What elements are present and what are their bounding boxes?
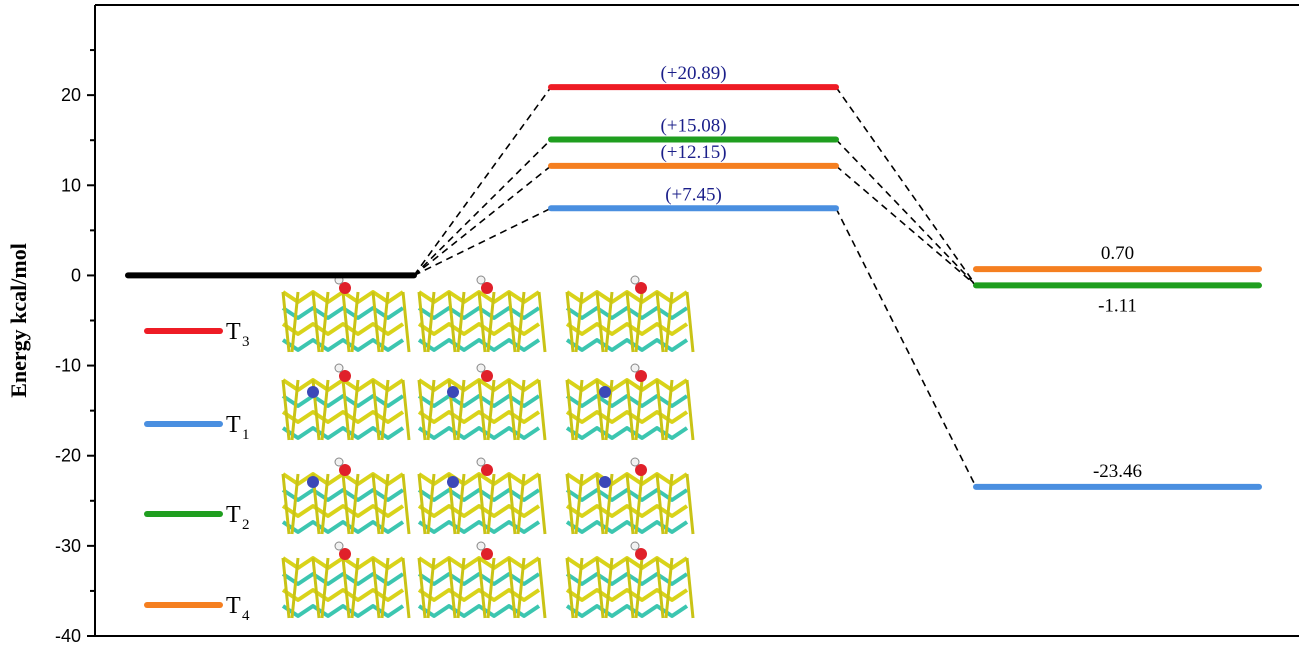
y-tick-label: -10 [55, 356, 81, 376]
product-energy-label: -23.46 [1093, 461, 1142, 482]
structure-thumbnail [417, 457, 547, 535]
structure-thumbnail [417, 363, 547, 441]
legend-label: T [226, 319, 241, 345]
connector-initial-to-barrier [413, 165, 552, 277]
barrier-energy-label: (+15.08) [660, 115, 726, 136]
legend-label-subscript: 2 [242, 517, 250, 533]
legend-label-subscript: 4 [242, 608, 250, 624]
connector-barrier-to-product [835, 207, 977, 488]
connector-lines [413, 86, 977, 488]
legend-label: T [226, 412, 241, 438]
energy-levels [125, 84, 1262, 490]
y-tick-label: 0 [71, 265, 81, 285]
barrier-energy-label: (+20.89) [660, 63, 726, 84]
y-tick-label: 20 [61, 85, 81, 105]
connector-initial-to-barrier [413, 138, 552, 276]
legend-label-subscript: 3 [242, 334, 250, 350]
structure-thumbnail [417, 541, 547, 619]
structure-thumbnail [565, 541, 695, 619]
y-axis-label: Energy kcal/mol [6, 243, 31, 398]
level-labels: (+20.89) (+15.08) (+12.15) (+7.45) 0.70 -1.11… [660, 63, 1142, 482]
y-tick-label: 10 [61, 175, 81, 195]
connector-barrier-to-product [835, 165, 977, 287]
y-axis: -40 -30 -20 -10 0 10 20 [55, 4, 1299, 646]
structure-images [281, 275, 695, 619]
structure-thumbnail [565, 363, 695, 441]
product-energy-label: 0.70 [1101, 243, 1134, 264]
barrier-energy-label: (+7.45) [665, 184, 722, 205]
structure-thumbnail [281, 541, 411, 619]
legend-label: T [226, 502, 241, 528]
structure-thumbnail [281, 363, 411, 441]
structure-thumbnail [417, 275, 547, 353]
structure-thumbnail [281, 275, 411, 353]
legend-label: T [226, 593, 241, 619]
legend-label-subscript: 1 [242, 427, 250, 443]
connector-initial-to-barrier [413, 86, 552, 276]
connector-barrier-to-product [835, 138, 977, 286]
y-tick-label: -30 [55, 536, 81, 556]
y-tick-label: -20 [55, 446, 81, 466]
y-tick-label: -40 [55, 626, 81, 646]
barrier-energy-label: (+12.15) [660, 142, 726, 163]
connector-initial-to-barrier [413, 207, 552, 277]
product-energy-label: -1.11 [1098, 295, 1137, 316]
structure-thumbnail [281, 457, 411, 535]
structure-thumbnail [565, 275, 695, 353]
structure-thumbnail [565, 457, 695, 535]
connector-barrier-to-product [835, 86, 977, 286]
